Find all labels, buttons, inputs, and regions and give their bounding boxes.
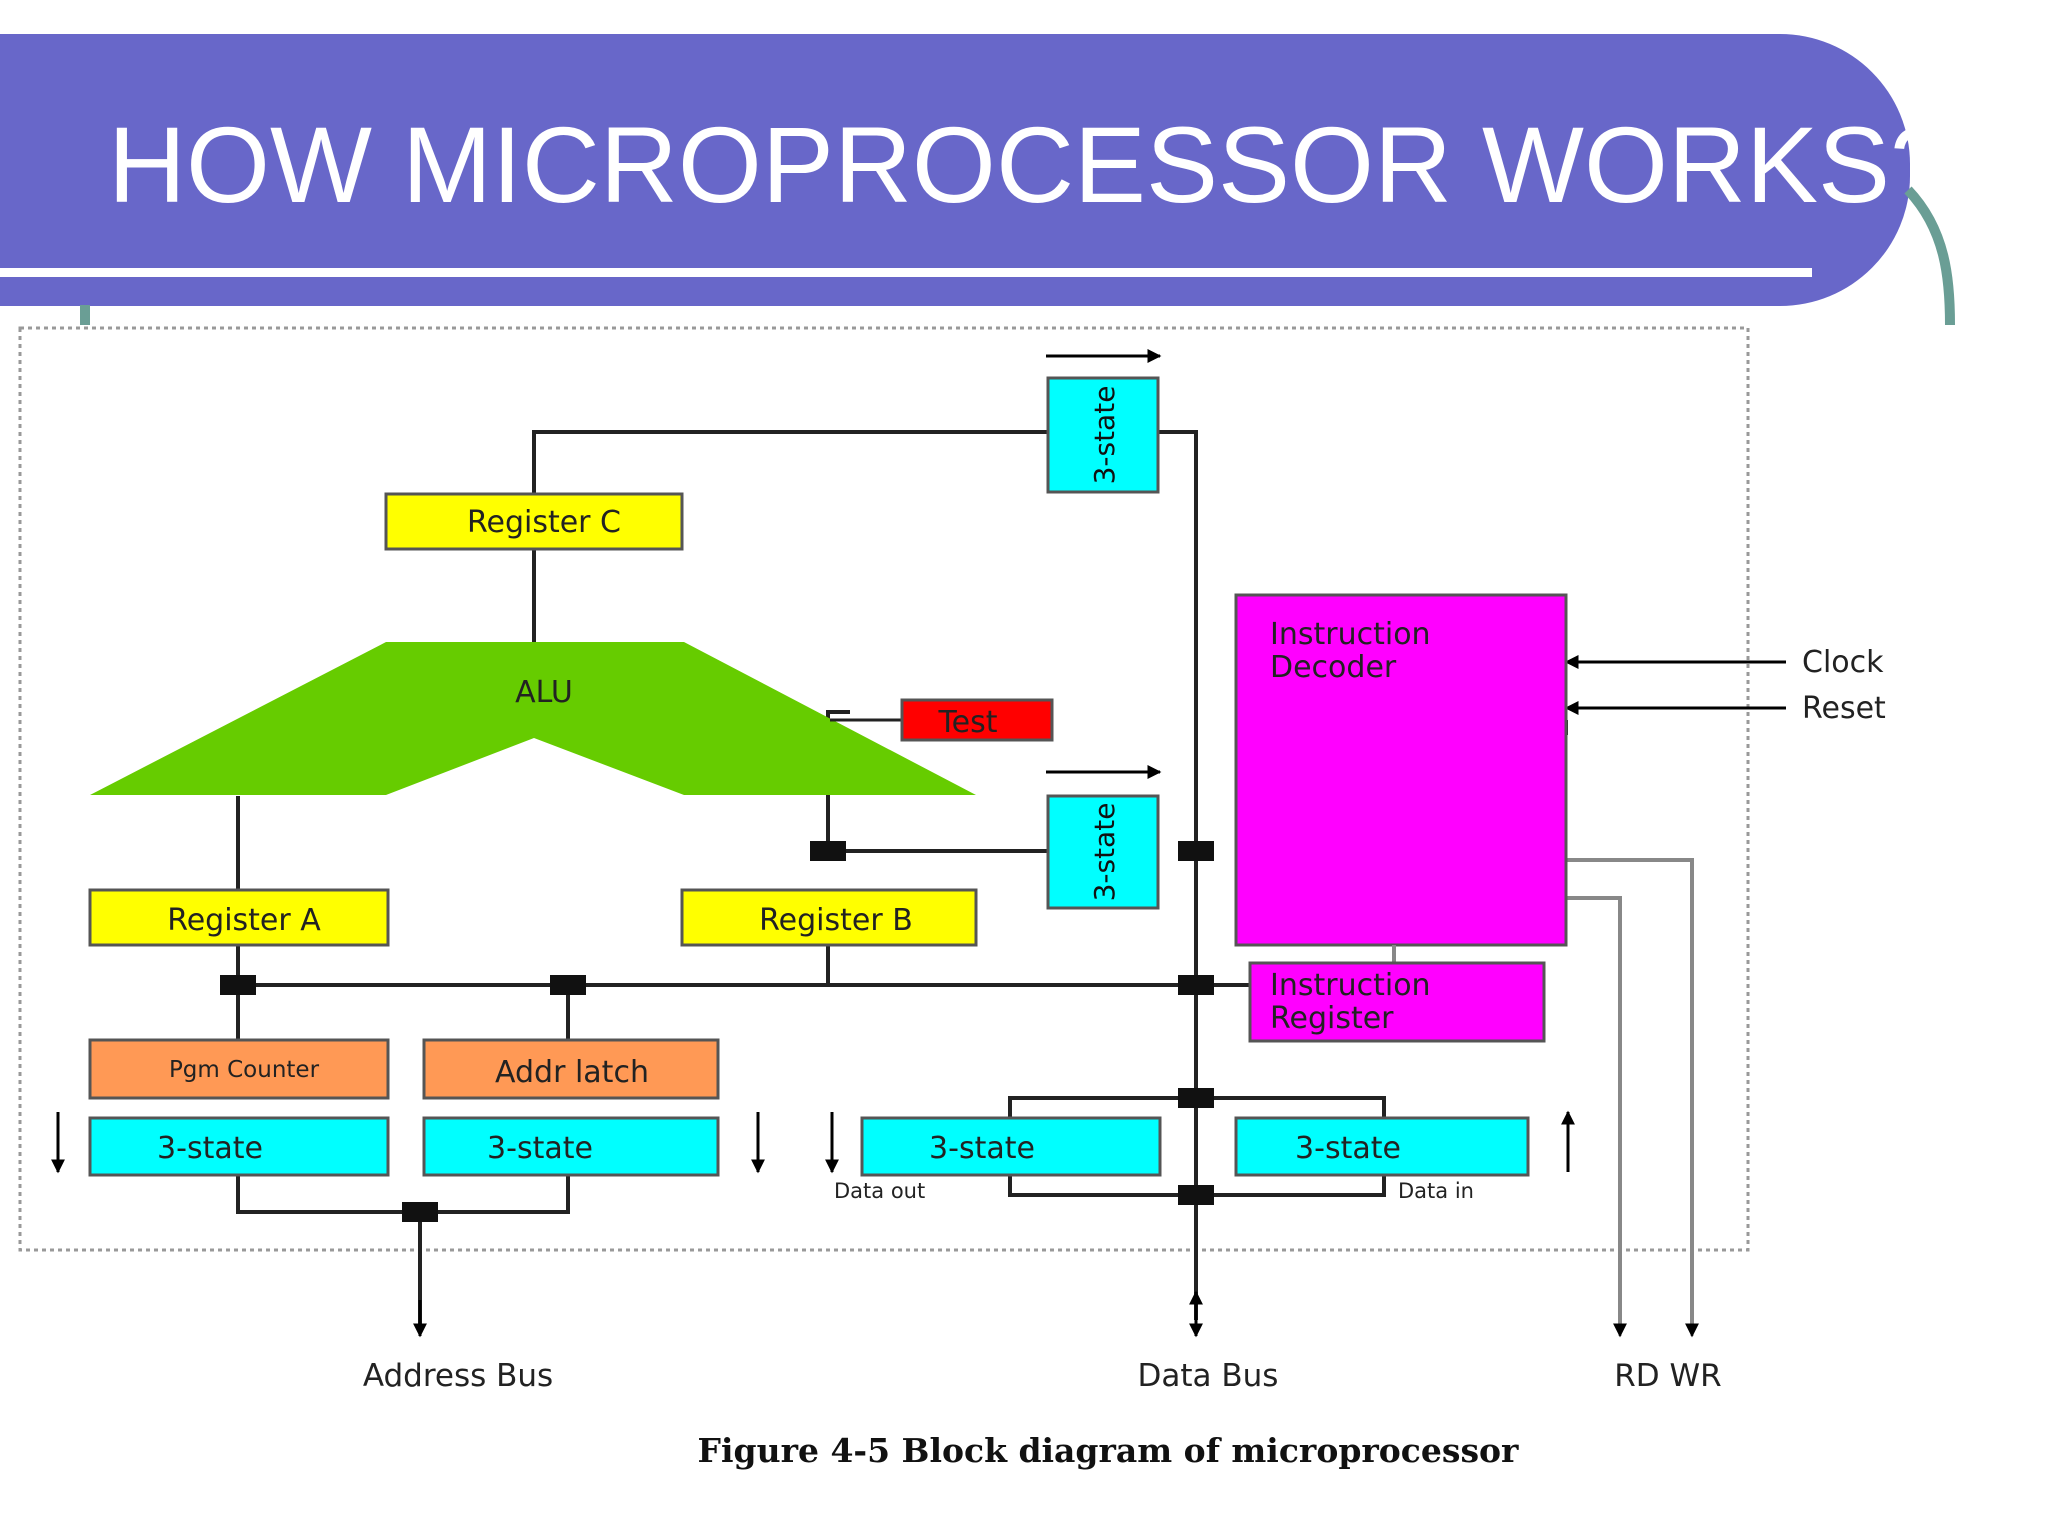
addr-latch-label: Addr latch — [495, 1055, 649, 1090]
arrows — [51, 349, 1786, 1338]
figure-caption: Figure 4-5 Block diagram of microprocess… — [698, 1431, 1520, 1470]
register-c-label: Register C — [467, 505, 621, 540]
data-bus-label: Data Bus — [1138, 1358, 1279, 1394]
register-c-box — [384, 492, 684, 551]
instruction-decoder-box — [1234, 593, 1568, 947]
decor-curve — [1904, 186, 1955, 326]
pgm-counter-box — [88, 1038, 390, 1100]
data-in-label: Data in — [1398, 1179, 1474, 1203]
tristate-addr-latch — [422, 1116, 720, 1177]
decor-tick — [80, 305, 90, 325]
register-b-box — [680, 888, 978, 947]
register-a-box — [88, 888, 390, 947]
instruction-decoder-label-1: Instruction — [1270, 617, 1431, 652]
alu-shape — [90, 642, 976, 795]
bus-junctions — [220, 841, 1214, 1222]
tristate-pgm-counter-label: 3-state — [157, 1131, 263, 1166]
addr-latch-box — [422, 1038, 720, 1100]
title-band — [0, 34, 1910, 306]
data-out-label: Data out — [834, 1179, 925, 1203]
test-label: Test — [937, 705, 997, 740]
test-box — [900, 698, 1054, 742]
tristate-addr-latch-label: 3-state — [487, 1131, 593, 1166]
tristate-pgm-counter — [88, 1116, 390, 1177]
diagram-border — [18, 326, 1750, 1252]
tristate-register-b-label: 3-state — [1088, 803, 1121, 902]
register-b-label: Register B — [759, 903, 913, 938]
instruction-register-label-2: Register — [1270, 1001, 1394, 1036]
title-underline — [0, 268, 1812, 277]
slide-title: HOW MICROPROCESSOR WORKS? — [108, 104, 1951, 225]
tristate-data-out — [860, 1116, 1162, 1177]
register-a-label: Register A — [167, 903, 321, 938]
tristate-register-c — [1046, 376, 1160, 494]
pgm-counter-label: Pgm Counter — [169, 1057, 320, 1083]
tristate-data-out-label: 3-state — [929, 1131, 1035, 1166]
clock-label: Clock — [1802, 645, 1884, 680]
tristate-register-c-label: 3-state — [1088, 386, 1121, 485]
rd-wr-label: RD WR — [1614, 1358, 1721, 1394]
tristate-data-in — [1234, 1116, 1530, 1177]
address-bus-label: Address Bus — [363, 1358, 553, 1394]
tristate-data-in-label: 3-state — [1295, 1131, 1401, 1166]
tristate-register-b — [1046, 794, 1160, 910]
instruction-decoder-label-2: Decoder — [1270, 650, 1397, 685]
instruction-register-label-1: Instruction — [1270, 968, 1431, 1003]
instruction-register-box — [1248, 961, 1546, 1043]
alu-label: ALU — [515, 675, 573, 710]
control-lines — [1566, 858, 1694, 1330]
reset-label: Reset — [1802, 691, 1886, 726]
